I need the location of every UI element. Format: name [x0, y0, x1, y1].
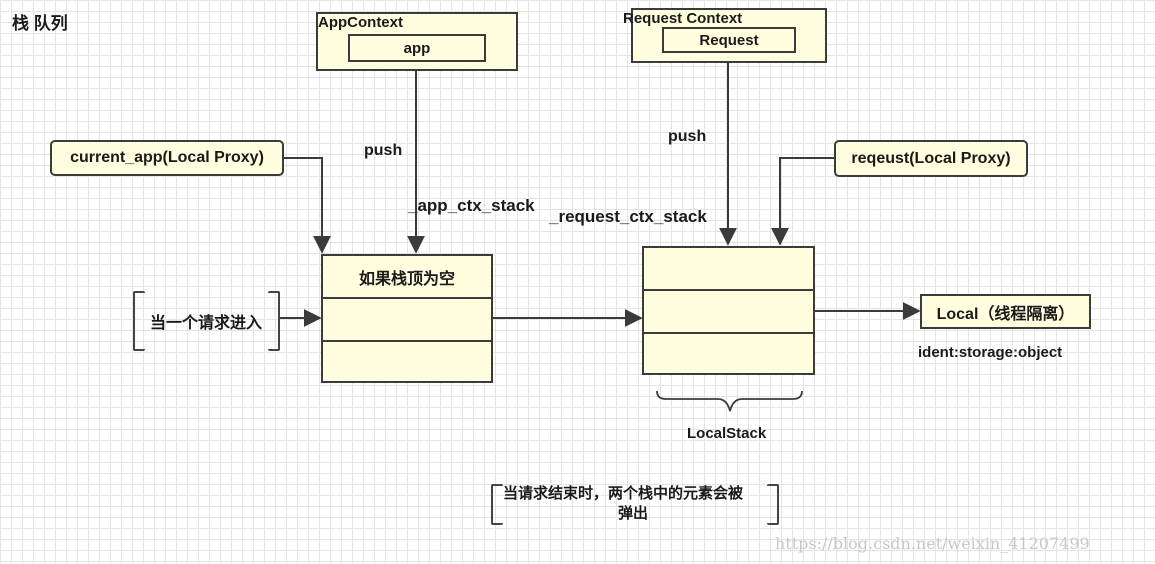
request-ctx-stack-label: _request_ctx_stack: [549, 207, 707, 226]
app-context-box: AppContext app: [316, 12, 518, 71]
request-context-title: Request Context: [623, 10, 743, 27]
request-context-box: Request Context Request: [623, 8, 827, 63]
ident-note: ident:storage:object: [918, 344, 1063, 361]
app-inner-box: app: [348, 34, 486, 62]
left-stack-cell-middle: [323, 299, 491, 340]
current-app-proxy-label: current_app(Local Proxy): [70, 149, 264, 166]
request-enter-bracket-right: [268, 291, 280, 351]
request-inner-box: Request: [662, 27, 796, 53]
left-stack-divider: [323, 340, 491, 342]
local-box-label: Local（线程隔离）: [936, 305, 1075, 323]
request-enter-bracket-left: [133, 291, 145, 351]
localstack-brace: [656, 390, 803, 412]
right-stack-divider: [644, 289, 813, 291]
left-stack-cell-bottom: [323, 342, 491, 383]
left-stack: 如果栈顶为空: [321, 254, 493, 383]
right-stack: [642, 246, 815, 375]
right-stack-divider: [644, 332, 813, 334]
left-stack-cell-top: 如果栈顶为空: [358, 271, 455, 288]
current-app-arrow: [283, 157, 331, 254]
request-enter-label: 当一个请求进入: [150, 315, 263, 332]
left-stack-divider: [323, 297, 491, 299]
right-stack-cell-middle: [644, 291, 813, 332]
request-proxy-label: reqeust(Local Proxy): [851, 149, 1011, 167]
end-note-line2: 弹出: [618, 505, 649, 522]
push-label-right: push: [668, 128, 707, 145]
local-box: Local（线程隔离）: [920, 294, 1091, 329]
localstack-label: LocalStack: [687, 425, 767, 442]
diagram-title: 栈 队列: [12, 14, 68, 33]
request-proxy-arrow: [771, 157, 835, 246]
push-label-left: push: [364, 142, 403, 159]
right-stack-cell-top: [644, 248, 813, 290]
end-note-line1: 当请求结束时，两个栈中的元素会被: [503, 485, 744, 502]
end-note-bracket-left: [491, 484, 503, 525]
current-app-proxy-box: current_app(Local Proxy): [50, 140, 284, 176]
app-ctx-stack-label: _app_ctx_stack: [408, 196, 535, 215]
right-stack-cell-bottom: [644, 334, 813, 375]
app-context-title: AppContext: [318, 14, 403, 31]
request-proxy-box: reqeust(Local Proxy): [834, 140, 1028, 177]
watermark: https://blog.csdn.net/weixin_41207499: [775, 534, 1090, 553]
end-note-bracket-right: [767, 484, 779, 525]
